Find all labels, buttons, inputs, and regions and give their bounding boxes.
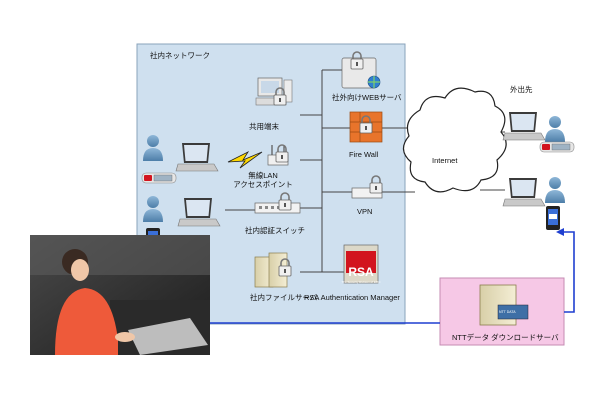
remote-title: 外出先 xyxy=(510,84,533,94)
file-server-label: 社内ファイルサーバ xyxy=(250,292,318,302)
internet-cloud xyxy=(402,87,507,193)
firewall-icon xyxy=(349,111,383,143)
network-title: 社内ネットワーク xyxy=(150,50,210,60)
web-server-label: 社外向けWEBサーバ xyxy=(332,92,402,102)
wireless-lan-label-1: 無線LAN xyxy=(248,170,278,180)
remote-laptop2-icon xyxy=(502,177,546,207)
office-worker-photo xyxy=(30,235,210,355)
rsa-tagline: The Security Division of EMC xyxy=(341,280,381,284)
remote-phone-icon xyxy=(546,206,560,230)
download-server-label: NTTデータ ダウンロードサーバ xyxy=(452,332,559,342)
web-server-icon xyxy=(341,51,381,89)
wireless-lan-label-2: アクセスポイント xyxy=(233,180,293,189)
auth-switch-icon xyxy=(254,192,301,214)
auth-switch-label: 社内認証スイッチ xyxy=(245,225,305,235)
internal-links xyxy=(225,69,505,273)
shared-terminal-icon xyxy=(255,77,293,106)
wireless-signal-icon xyxy=(227,151,263,169)
download-server-icon xyxy=(479,284,529,326)
vpn-icon xyxy=(351,175,383,199)
internet-label: Internet xyxy=(432,156,458,165)
firewall-label: Fire Wall xyxy=(349,150,379,159)
shared-terminal-label: 共用端末 xyxy=(249,121,279,131)
rsa-manager-label: RSA Authentication Manager xyxy=(304,293,400,302)
arrow-left-icon xyxy=(556,228,564,236)
wireless-access-point-icon xyxy=(267,144,289,166)
file-server-icon xyxy=(254,252,292,288)
remote-laptop-icon xyxy=(502,111,546,141)
download-server-tag: NTT DATA xyxy=(499,310,516,314)
remote-user-icon xyxy=(545,116,565,142)
internal-token-icon xyxy=(141,172,177,184)
rsa-logo: RSA xyxy=(348,265,374,279)
rsa-server-icon xyxy=(343,244,379,284)
remote-user2-icon xyxy=(545,177,565,203)
remote-token-icon xyxy=(539,141,575,153)
vpn-label: VPN xyxy=(357,207,372,216)
